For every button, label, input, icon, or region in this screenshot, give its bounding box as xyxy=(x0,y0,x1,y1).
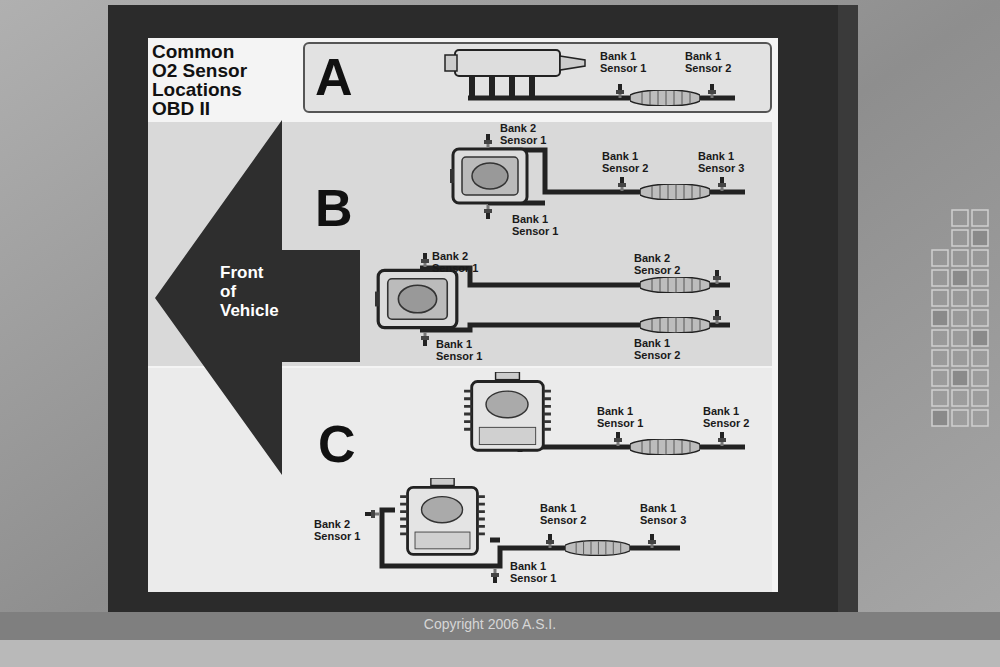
sensor-label: Bank 1 Sensor 2 xyxy=(685,50,741,74)
sensor-label: Bank 1 Sensor 1 xyxy=(436,338,492,362)
diagram-title: Common O2 Sensor Locations OBD II xyxy=(152,42,252,118)
sensor-label: Bank 1 Sensor 2 xyxy=(602,150,658,174)
sensor-label: Bank 1 Sensor 1 xyxy=(512,213,568,237)
sensor-label: Bank 1 Sensor 2 xyxy=(540,502,596,526)
panel-letter: C xyxy=(318,418,356,470)
arrow-label: Front of Vehicle xyxy=(220,263,282,320)
sensor-label: Bank 2 Sensor 2 xyxy=(634,252,690,276)
panel-letter: A xyxy=(315,51,353,103)
sensor-label: Bank 1 Sensor 3 xyxy=(698,150,754,174)
sensor-label: Bank 1 Sensor 1 xyxy=(600,50,656,74)
sensor-label: Bank 1 Sensor 3 xyxy=(640,502,696,526)
front-arrow: Front of Vehicle xyxy=(155,120,360,475)
sensor-label: Bank 2 Sensor 1 xyxy=(432,250,488,274)
panel-letter: B xyxy=(315,182,353,234)
arrow-shape xyxy=(155,120,360,475)
sensor-label: Bank 2 Sensor 1 xyxy=(314,518,370,542)
sensor-label: Bank 1 Sensor 2 xyxy=(703,405,759,429)
sensor-label: Bank 1 Sensor 1 xyxy=(597,405,653,429)
sensor-label: Bank 2 Sensor 1 xyxy=(500,122,556,146)
sensor-label: Bank 1 Sensor 1 xyxy=(510,560,566,584)
copyright-note: Copyright 2006 A.S.I. xyxy=(330,616,650,632)
sensor-label: Bank 1 Sensor 2 xyxy=(634,337,690,361)
